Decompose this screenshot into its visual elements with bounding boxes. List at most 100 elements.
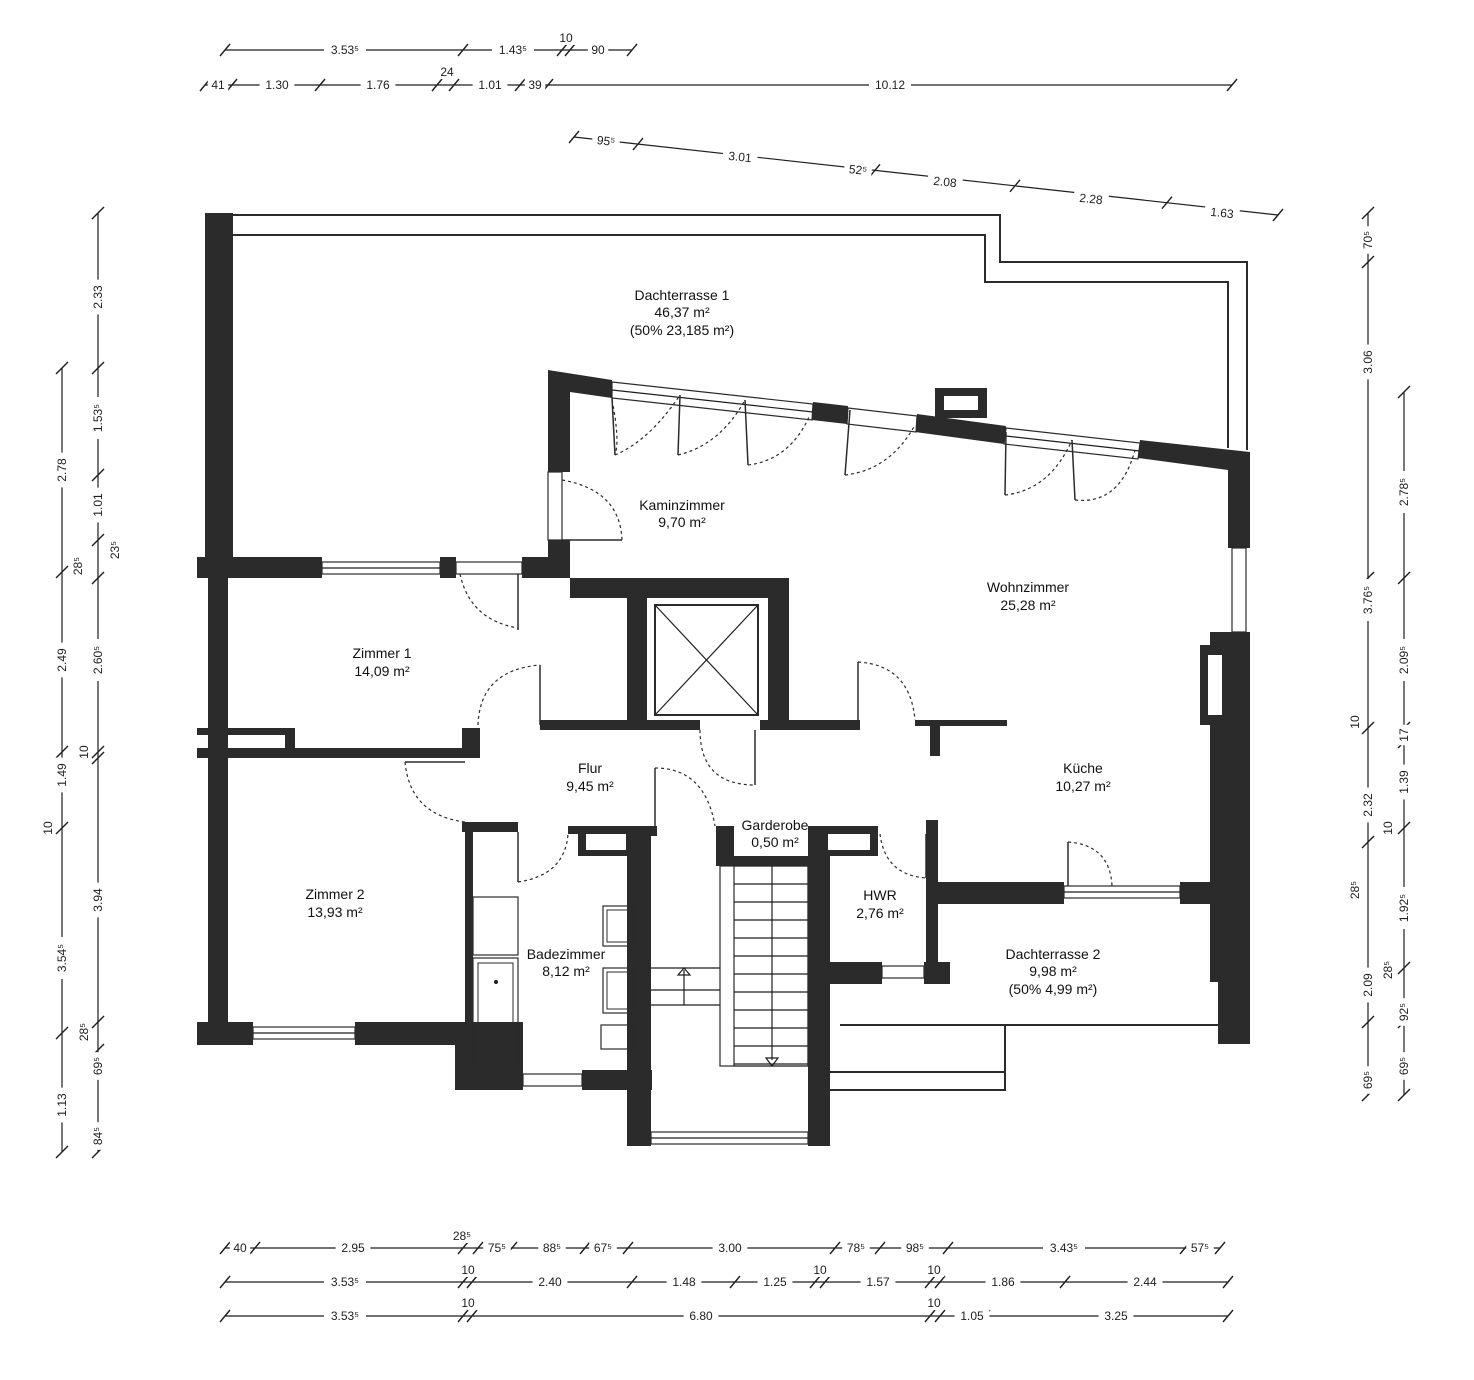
dimension-label: 1.30 <box>265 78 289 92</box>
room-labels: Dachterrasse 1 46,37 m² (50% 23,185 m²) … <box>305 287 1111 997</box>
dimension-label-bg <box>1381 956 1395 984</box>
dimension-tick <box>1222 1309 1234 1323</box>
dimension-label: 88⁵ <box>543 1241 561 1255</box>
dimension-tick <box>91 751 105 765</box>
dimension-label-bg <box>91 397 105 439</box>
dimension-label-bg <box>448 1229 476 1243</box>
dimension-label-bg <box>472 78 508 92</box>
dimension-label: 1.25 <box>763 1275 787 1289</box>
dimension-tick <box>869 163 881 177</box>
dimension-label-bg <box>77 1018 91 1046</box>
dimension-label: 90 <box>591 43 605 57</box>
dimension-label: 69⁵ <box>1397 1057 1411 1075</box>
windows <box>252 381 1247 1145</box>
dimension-label-bg <box>229 1241 251 1255</box>
dimension-label-bg <box>324 1309 366 1323</box>
room-area-zimmer-2: 13,93 m² <box>307 904 363 920</box>
dimension-tick <box>91 468 105 482</box>
dimension-tick <box>55 1145 69 1159</box>
dimension-tick <box>55 1026 69 1040</box>
dimension-label: 10 <box>1381 821 1395 835</box>
dimension-label: 2.44 <box>1133 1275 1157 1289</box>
dimension-tick <box>1397 385 1411 399</box>
dimension-label-bg <box>492 43 534 57</box>
dimension-tick <box>91 361 105 375</box>
dimension-label-bg <box>809 1263 831 1277</box>
dimension-tick <box>457 1275 469 1289</box>
dimension-label-bg <box>843 161 873 179</box>
dimension-tick <box>55 821 69 835</box>
dimension-label: 2.95 <box>341 1241 365 1255</box>
dimension-label: 40 <box>233 1241 247 1255</box>
dimension-tick <box>564 43 576 57</box>
dimension-tick <box>1161 196 1173 210</box>
dimension-label-bg <box>1186 1241 1214 1255</box>
dimension-tick <box>1397 1088 1411 1102</box>
dimension-label: 6.80 <box>689 1309 713 1323</box>
dimension-tick <box>809 1275 821 1289</box>
dimension-label: 3.76⁵ <box>1361 586 1375 614</box>
dimension-label-bg <box>1072 190 1110 208</box>
dimension-label-bg <box>1397 1052 1411 1080</box>
dimension-label: 10 <box>461 1296 475 1310</box>
dimension-tick <box>226 78 238 92</box>
dimension-label-bg <box>91 1122 105 1150</box>
doors <box>404 394 1136 887</box>
dimension-label: 2.40 <box>538 1275 562 1289</box>
dimension-tick <box>829 1241 841 1255</box>
room-name-garderobe: Garderobe <box>742 817 809 833</box>
dimension-label: 28⁵ <box>1348 881 1362 899</box>
dimension-tick <box>556 43 568 57</box>
dimension-label-bg <box>1361 787 1375 823</box>
dimension-tick <box>1361 1015 1375 1029</box>
dimension-label: 78⁵ <box>847 1241 865 1255</box>
dimension-label: 2.32 <box>1361 793 1375 817</box>
dimension-label-bg <box>1348 876 1362 904</box>
dimension-label-bg <box>587 43 609 57</box>
dimension-label-bg <box>524 78 546 92</box>
dimension-label: 3.06 <box>1361 350 1375 374</box>
dimension-label-bg <box>869 78 911 92</box>
dimension-tick <box>568 130 580 144</box>
terrace-outlines <box>233 214 1248 1091</box>
room-note-dachterrasse-2: (50% 4,99 m²) <box>1009 981 1098 997</box>
dimension-label-bg <box>360 78 396 92</box>
dimension-label-bg <box>91 639 105 681</box>
dimension-label: 10 <box>1348 715 1362 729</box>
dimension-label: 10 <box>927 1296 941 1310</box>
dimension-label-bg <box>436 65 458 79</box>
dimension-label-bg <box>91 1052 105 1080</box>
dimension-label: 98⁵ <box>906 1241 924 1255</box>
room-name-kaminzimmer: Kaminzimmer <box>639 497 725 513</box>
dimension-label: 28⁵ <box>71 557 85 575</box>
dimension-label-bg <box>108 536 122 564</box>
dimension-tick <box>1361 255 1375 269</box>
dimension-label: 1.57 <box>866 1275 890 1289</box>
dimension-label: 28⁵ <box>77 1023 91 1041</box>
room-area-dachterrasse-2: 9,98 m² <box>1029 963 1077 979</box>
dimension-tick <box>91 206 105 220</box>
dimension-label: 1.05 <box>960 1309 984 1323</box>
dimension-label: 10.12 <box>875 78 905 92</box>
dimension-tick <box>55 361 69 375</box>
dimension-label-bg <box>259 78 295 92</box>
dimension-label-bg <box>721 148 759 166</box>
dimension-label-bg <box>901 1241 929 1255</box>
dimension-label-bg <box>1361 579 1375 621</box>
dimension-label: 3.54⁵ <box>55 944 69 972</box>
dimension-label: 10 <box>927 1263 941 1277</box>
dimension-tick <box>924 1309 936 1323</box>
dimension-label: 1.76 <box>366 78 390 92</box>
dimension-label: 52⁵ <box>848 162 868 178</box>
dimension-label-bg <box>324 43 366 57</box>
dimension-label: 57⁵ <box>1191 1241 1209 1255</box>
dimension-label-bg <box>923 1263 945 1277</box>
dimension-tick <box>924 1275 936 1289</box>
dimension-tick <box>632 137 644 151</box>
dimension-label-bg <box>55 757 69 793</box>
room-area-flur: 9,45 m² <box>566 778 614 794</box>
dimension-label-bg <box>55 452 69 488</box>
dimension-label-bg <box>55 937 69 979</box>
dimension-tick <box>942 1241 954 1255</box>
dimension-label: 28⁵ <box>1381 961 1395 979</box>
